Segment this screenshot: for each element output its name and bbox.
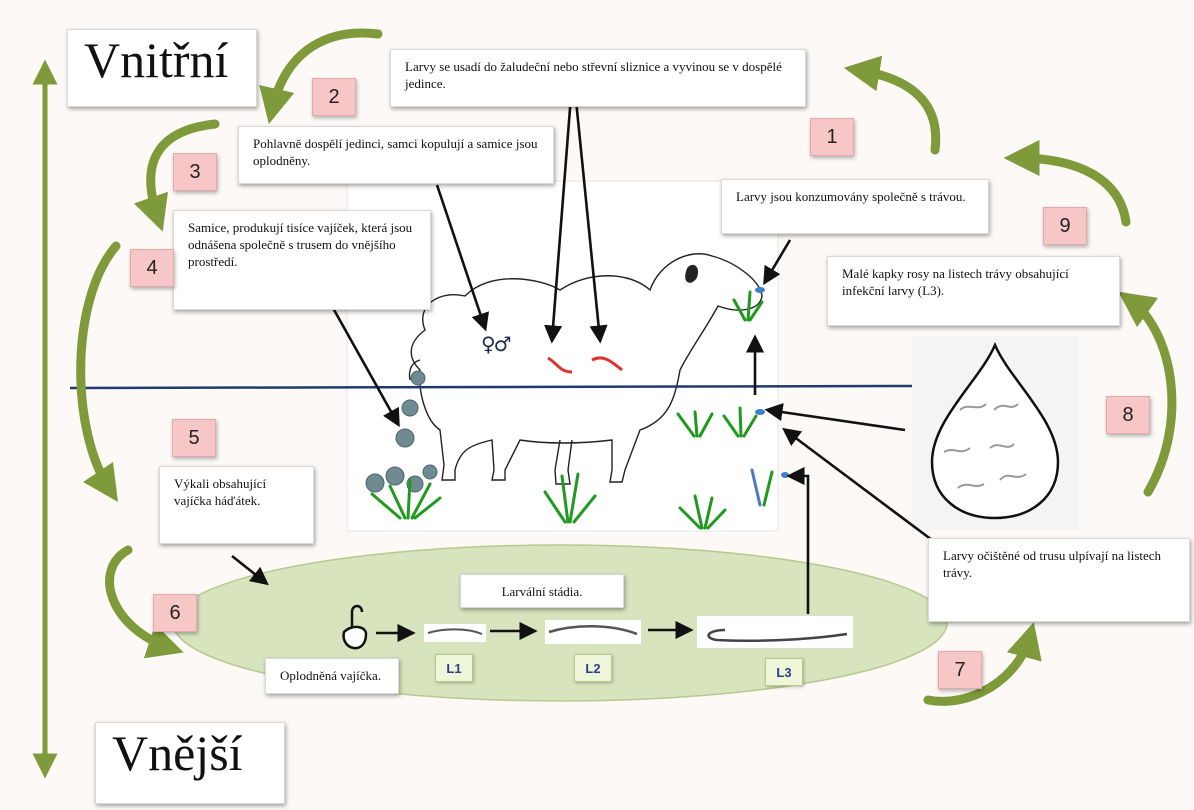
red-worm-2 (591, 356, 623, 372)
step-9-badge: 9 (1043, 207, 1087, 245)
sex-symbol: ♀♂ (481, 332, 512, 356)
step-2-badge: 2 (312, 78, 356, 116)
drop-larvae (943, 403, 1027, 489)
l3-image (697, 616, 853, 648)
caption-step-4: Samice, produkují tisíce vajíček, která … (173, 210, 431, 310)
step-1-badge: 1 (810, 118, 854, 156)
egg-glyph (342, 604, 368, 650)
caption-step-5: Výkali obsahující vajíčka háďátek. (159, 466, 314, 544)
caption-fertilized-eggs: Oplodněná vajíčka. (265, 658, 399, 694)
red-worm-1 (547, 356, 573, 374)
caption-step-3: Pohlavně dospělí jedinci, samci kopulují… (238, 126, 554, 184)
step-8-badge: 8 (1106, 396, 1150, 434)
step-7-badge: 7 (938, 651, 982, 689)
caption-step-1: Larvy jsou konzumovány společně s trávou… (721, 179, 989, 234)
l1-image (424, 624, 486, 642)
caption-step-9: Malé kapky rosy na listech trávy obsahuj… (827, 256, 1120, 326)
step-5-badge: 5 (172, 419, 216, 457)
ground-line (69, 384, 913, 390)
stage-l2-label: L2 (574, 654, 612, 682)
caption-step-2: Larvy se usadí do žaludeční nebo střevní… (390, 49, 806, 107)
grass-tufts (370, 290, 774, 530)
l3-up-arrow (786, 466, 810, 614)
feces-pellets (365, 370, 438, 493)
step-4-badge: 4 (130, 249, 174, 287)
region-inner-label: Vnitřní (67, 29, 257, 107)
l2-image (545, 620, 641, 644)
caption-larval-stages: Larvální stádia. (460, 574, 624, 608)
stage-l1-label: L1 (435, 654, 473, 682)
step-6-badge: 6 (153, 594, 197, 632)
stage-l3-label: L3 (765, 658, 803, 686)
caption-step-7: Larvy očištěné od trusu ulpívají na list… (928, 538, 1190, 622)
step-3-badge: 3 (173, 153, 217, 191)
region-outer-label: Vnější (95, 722, 285, 804)
